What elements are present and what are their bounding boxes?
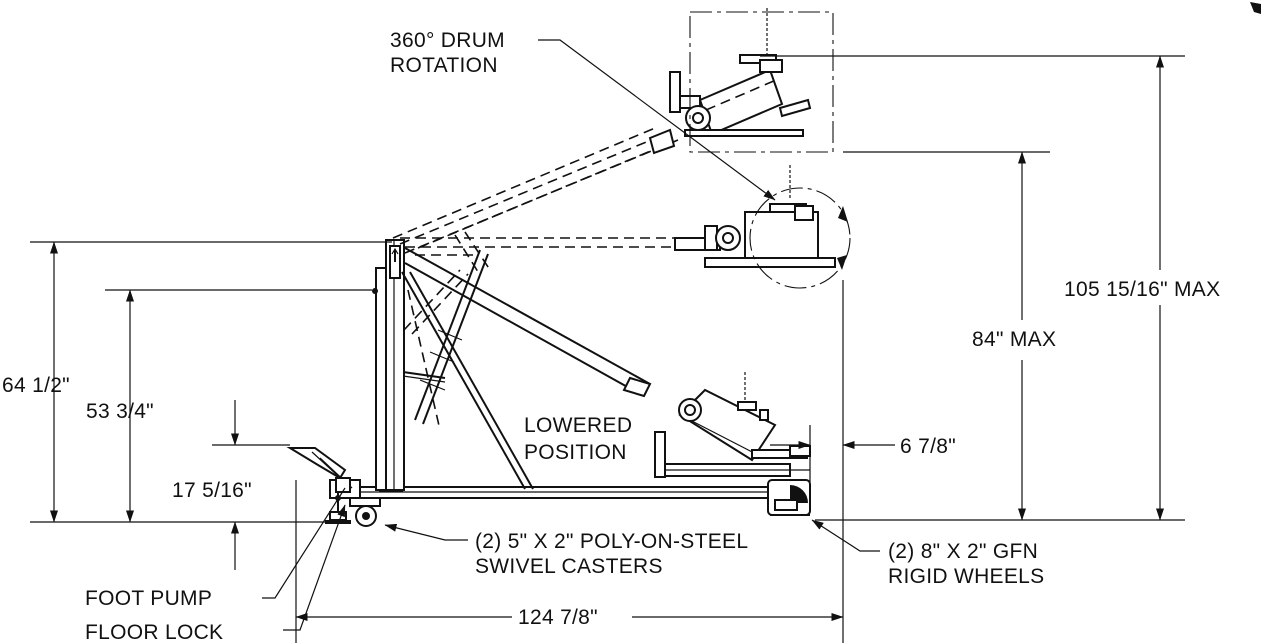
drum-rotation-circle: [749, 187, 851, 289]
front-swivel-caster: [349, 497, 381, 527]
annotations: 360° DRUM ROTATION LOWERED POSITION FOOT…: [2, 29, 1220, 643]
casters-label-line2: SWIVEL CASTERS: [475, 555, 663, 578]
front-overhang-dimension: 6 7/8": [900, 435, 956, 458]
max-height-dimension: 105 15/16" MAX: [1064, 278, 1220, 301]
lowered-boom: [401, 247, 652, 490]
lowered-fork-outline: [654, 431, 791, 478]
foot-pump-label: FOOT PUMP: [85, 587, 212, 610]
machine-outline: [286, 2, 1261, 527]
lowered-position-label-line2: POSITION: [524, 441, 627, 464]
floor-lock-label: FLOOR LOCK: [85, 621, 223, 643]
rear-rigid-wheel: [767, 479, 811, 516]
reach-height-dimension: 84" MAX: [972, 328, 1056, 351]
foot-pump-pedal: [286, 447, 353, 493]
horizontal-boom-dashed: [400, 231, 680, 276]
drum-rotation-label-line1: 360° DRUM: [390, 29, 505, 52]
sheet-corner-mark: [1250, 2, 1261, 14]
overall-length-dimension: 124 7/8": [518, 606, 598, 629]
casters-label-line1: (2) 5" X 2" POLY-ON-STEEL: [475, 530, 748, 553]
wheels-label-line1: (2) 8" X 2" GFN: [888, 540, 1038, 563]
mast-height-dimension: 53 3/4": [86, 400, 154, 423]
upper-drum-clamp: [669, 8, 812, 137]
overall-height-dimension: 64 1/2": [2, 374, 70, 397]
lowered-position-label-line1: LOWERED: [524, 414, 632, 437]
hydraulic-cylinder: [402, 249, 489, 431]
mast: [372, 239, 405, 491]
max-height-envelope: [689, 11, 834, 153]
lowered-drum-clamp: [678, 372, 811, 471]
pedal-height-dimension: 17 5/16": [172, 479, 252, 502]
wheels-label-line2: RIGID WHEELS: [888, 565, 1044, 588]
drum-rotation-label-line2: ROTATION: [390, 54, 498, 77]
mid-drum-clamp: [674, 165, 836, 268]
raised-boom-dashed: [392, 127, 679, 254]
dimension-lines: [30, 39, 1185, 643]
